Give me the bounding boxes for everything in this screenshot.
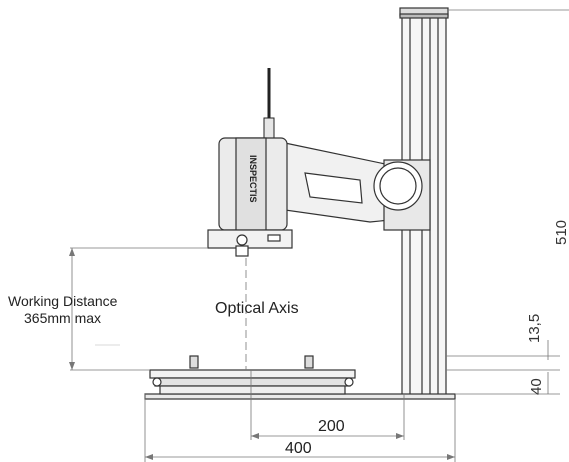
dimension-arrows bbox=[69, 248, 455, 460]
working-distance-label: Working Distance bbox=[8, 293, 118, 309]
dimension-200: 200 bbox=[318, 418, 345, 435]
arm bbox=[284, 142, 431, 231]
dimension-lines bbox=[70, 9, 569, 462]
camera-head bbox=[207, 137, 293, 257]
brand-logo: INSPECTIS bbox=[248, 155, 258, 203]
dimension-40: 40 bbox=[528, 378, 545, 395]
dimension-13-5: 13,5 bbox=[526, 313, 543, 343]
working-distance-value: 365mm max bbox=[24, 310, 102, 326]
dimension-510: 510 bbox=[553, 219, 569, 245]
base-stage bbox=[144, 355, 456, 400]
optical-axis-label: Optical Axis bbox=[215, 300, 299, 317]
dimension-400: 400 bbox=[285, 440, 312, 457]
